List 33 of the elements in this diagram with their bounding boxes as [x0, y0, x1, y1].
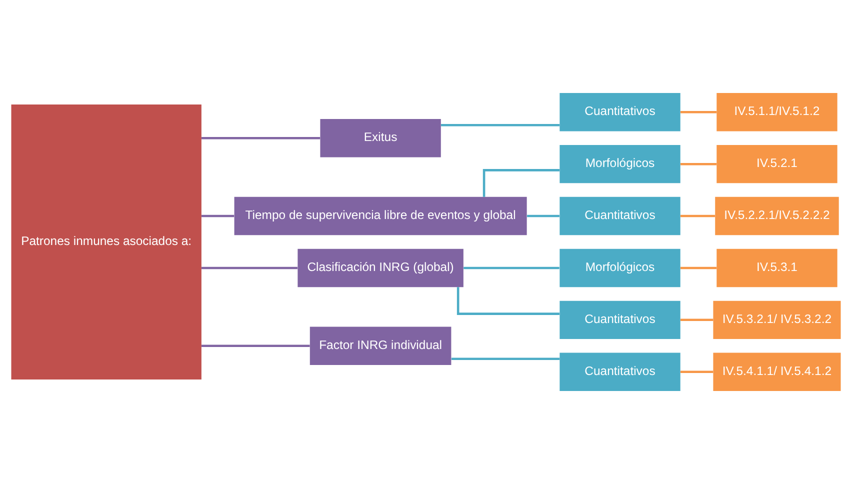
node-box: Cuantitativos [560, 196, 680, 235]
connector [440, 124, 560, 126]
connector [680, 162, 717, 165]
connector [456, 286, 560, 314]
connector [527, 214, 560, 217]
node-box: Tiempo de supervivencia libre de eventos y global [234, 196, 527, 235]
connector [680, 370, 714, 372]
connector [680, 214, 715, 217]
node-box: Cuantitativos [560, 300, 680, 338]
node-box: Morfológicos [560, 248, 680, 287]
connector [482, 168, 560, 196]
node-box: IV.5.2.2.1/IV.5.2.2.2 [715, 196, 839, 235]
node-box: Patrones inmunes asociados a: [11, 104, 202, 379]
connector [201, 214, 234, 217]
node-box: IV.5.4.1.1/ IV.5.4.1.2 [713, 352, 841, 390]
connector [680, 110, 717, 113]
connector [680, 266, 717, 269]
connector [201, 344, 310, 347]
node-box: Morfológicos [560, 144, 680, 183]
node-box: IV.5.3.1 [716, 248, 838, 287]
node-box: Clasificación INRG (global) [298, 248, 464, 287]
connector [680, 318, 714, 321]
connector [201, 266, 298, 269]
connector [464, 266, 560, 269]
connector [451, 357, 560, 360]
node-box: IV.5.1.1/IV.5.1.2 [716, 92, 838, 131]
node-box: Cuantitativos [560, 92, 680, 131]
connector [201, 136, 320, 139]
node-box: IV.5.2.1 [716, 144, 838, 183]
node-box: Exitus [320, 118, 441, 157]
node-box: Cuantitativos [560, 352, 680, 390]
node-box: Factor INRG individual [310, 326, 452, 364]
node-box: IV.5.3.2.1/ IV.5.3.2.2 [713, 300, 841, 338]
